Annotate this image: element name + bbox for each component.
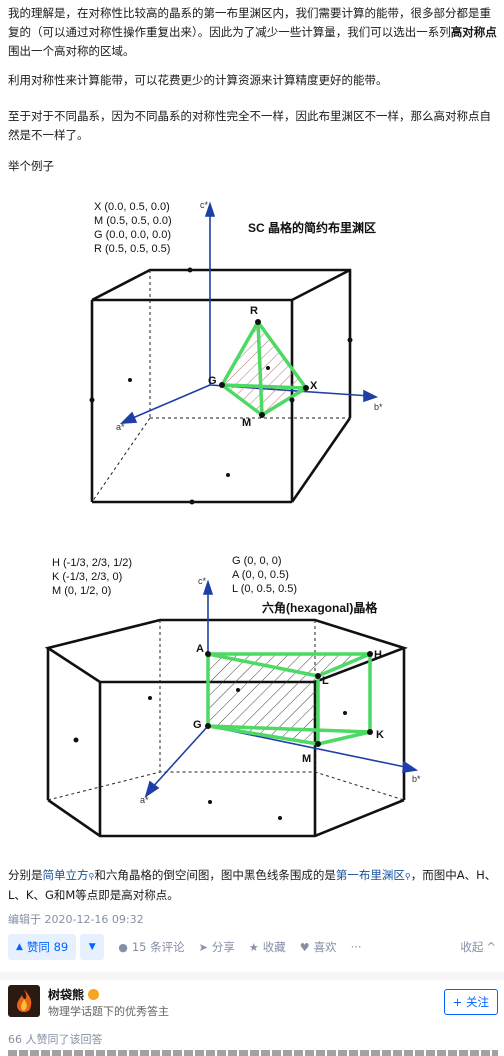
flame-icon: [17, 989, 32, 1012]
vote-up-label: 赞同 89: [26, 940, 69, 954]
triangle-up-icon: ▲: [16, 942, 23, 952]
p1-text-b: 围出一个高对称的区域。: [8, 44, 135, 58]
collapse-button[interactable]: 收起 ^: [460, 931, 496, 963]
author-card: 树袋熊 物理学话题下的优秀答主 + 关注: [8, 985, 498, 1025]
caption-text-c: ，而图中A、H、L、K、G和M等点即是高对称点。: [8, 868, 497, 902]
figure-hex-brillouin-zone: H (-1/3, 2/3, 1/2) K (-1/3, 2/3, 0) M (0…: [0, 548, 504, 848]
sc-axis-b: b*: [374, 402, 383, 412]
sc-coord-m: M (0.5, 0.5, 0.0): [94, 215, 172, 227]
sc-point-g: G: [208, 375, 217, 387]
like-button[interactable]: ♥ 喜欢: [300, 939, 337, 955]
like-label: 喜欢: [313, 940, 337, 954]
hex-green-path: [206, 652, 372, 746]
triangle-down-icon: ▼: [88, 942, 96, 952]
sc-axis-c: c*: [200, 200, 209, 210]
author-name[interactable]: 树袋熊: [48, 986, 100, 1003]
vote-down-button[interactable]: ▼: [80, 934, 105, 960]
answer-action-bar: ▲ 赞同 89 ▼ ● 15 条评论 ➤ 分享 ★ 收藏 ♥ 喜欢 ··· 收起…: [0, 931, 504, 963]
hex-hidden-edges: [47, 620, 405, 801]
hex-title: 六角(hexagonal)晶格: [262, 600, 378, 615]
hex-coord-k: K (-1/3, 2/3, 0): [52, 571, 122, 583]
share-icon: ➤: [198, 940, 208, 954]
avatar[interactable]: [8, 985, 40, 1017]
hex-coord-g: G (0, 0, 0): [232, 555, 282, 567]
hex-axis-c: c*: [198, 576, 207, 586]
comment-label: 15 条评论: [131, 940, 185, 954]
sc-point-r: R: [250, 305, 258, 317]
hex-axis-a: a*: [140, 795, 149, 805]
sc-point-m: M: [242, 417, 251, 429]
link-first-brillouin-zone[interactable]: 第一布里渊区: [335, 868, 405, 882]
follow-button[interactable]: + 关注: [443, 989, 498, 1015]
hex-point-m: M: [302, 753, 311, 765]
hex-coord-m: M (0, 1/2, 0): [52, 585, 111, 597]
edited-timestamp: 编辑于 2020-12-16 09:32: [8, 913, 144, 926]
hex-point-g: G: [193, 719, 202, 731]
author-name-text: 树袋熊: [48, 988, 85, 1002]
answer-paragraph-4: 举个例子: [8, 159, 54, 173]
favorite-button[interactable]: ★ 收藏: [249, 939, 286, 955]
comment-button[interactable]: ● 15 条评论: [118, 939, 184, 955]
link-simple-cubic[interactable]: 简单立方: [42, 868, 89, 882]
share-button[interactable]: ➤ 分享: [199, 939, 235, 955]
hex-coord-l: L (0, 0.5, 0.5): [232, 583, 297, 595]
sc-hidden-edges: [91, 270, 350, 503]
author-description: 物理学话题下的优秀答主: [48, 1005, 169, 1018]
answer-paragraph-2: 利用对称性来计算能带，可以花费更少的计算资源来计算精度更好的能带。: [8, 73, 388, 87]
hex-axis-b: b*: [412, 774, 421, 784]
hex-coord-h: H (-1/3, 2/3, 1/2): [52, 557, 132, 569]
heart-icon: ♥: [299, 940, 310, 954]
sc-coord-g: G (0.0, 0.0, 0.0): [94, 229, 171, 241]
search-icon: ⚲: [88, 872, 95, 881]
hex-coord-a: A (0, 0, 0.5): [232, 569, 289, 581]
hex-lattice-dots: [73, 651, 373, 820]
star-icon: ★: [248, 940, 259, 954]
sc-lattice-dots: [89, 267, 353, 505]
more-button[interactable]: ···: [351, 940, 362, 954]
hex-point-h: H: [374, 649, 382, 661]
answer-paragraph-1: 我的理解是，在对称性比较高的晶系的第一布里渊区内，我们需要计算的能带，很多部分都…: [8, 4, 498, 61]
share-label: 分享: [211, 940, 235, 954]
sc-coord-x: X (0.0, 0.5, 0.0): [94, 201, 170, 213]
vote-up-button[interactable]: ▲ 赞同 89: [8, 934, 77, 960]
more-icon: ···: [350, 940, 362, 954]
caption-text-a: 分别是: [8, 868, 43, 882]
answer-paragraph-3: 至于对于不同晶系，因为不同晶系的对称性完全不一样，因此布里渊区不一样，那么高对称…: [8, 109, 491, 142]
caption-text-b: 和六角晶格的倒空间图，图中黑色线条围成的是: [94, 868, 336, 882]
sc-irreducible-zone: [222, 322, 306, 415]
hex-point-k: K: [376, 729, 384, 741]
p1-bold: 高对称点: [450, 25, 497, 39]
chevron-up-icon: ^: [486, 940, 496, 954]
truncated-text-line: [8, 1050, 498, 1056]
badge-icon: [88, 989, 100, 1000]
hex-point-a: A: [196, 643, 204, 655]
sc-coord-r: R (0.5, 0.5, 0.5): [94, 243, 170, 255]
hex-prism-edges: [44, 618, 408, 838]
figure-sc-brillouin-zone: X (0.0, 0.5, 0.0) M (0.5, 0.5, 0.0) G (0…: [0, 190, 504, 530]
sc-title: SC 晶格的简约布里渊区: [248, 220, 376, 235]
answer-divider: [0, 972, 504, 980]
figure-sc-svg: X (0.0, 0.5, 0.0) M (0.5, 0.5, 0.0) G (0…: [89, 200, 383, 505]
figure-caption: 分别是简单立方⚲和六角晶格的倒空间图，图中黑色线条围成的是第一布里渊区⚲，而图中…: [8, 866, 498, 905]
sc-point-x: X: [310, 380, 318, 392]
sc-axis-a: a*: [116, 422, 125, 432]
collapse-label: 收起: [460, 940, 484, 954]
search-icon: ⚲: [404, 872, 411, 881]
comment-icon: ●: [118, 940, 128, 954]
favorite-label: 收藏: [262, 940, 286, 954]
hex-point-l: L: [322, 675, 329, 687]
p1-text-a: 我的理解是，在对称性比较高的晶系的第一布里渊区内，我们需要计算的能带，很多部分都…: [8, 6, 491, 39]
hex-irreducible-zone: [208, 654, 370, 744]
figure-hex-svg: H (-1/3, 2/3, 1/2) K (-1/3, 2/3, 0) M (0…: [44, 555, 421, 838]
agree-count: 66 人赞同了该回答: [8, 1033, 103, 1046]
